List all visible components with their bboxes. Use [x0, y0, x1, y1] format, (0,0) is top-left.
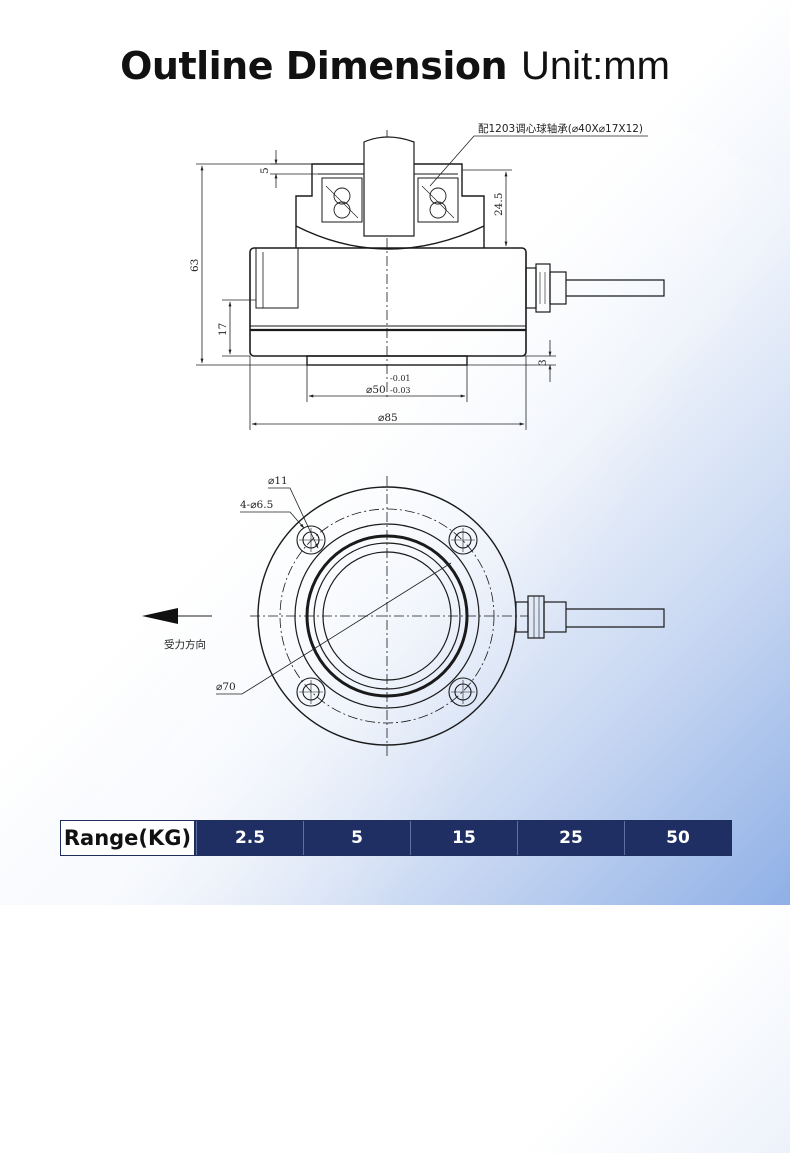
- title-unit: Unit:mm: [521, 44, 670, 88]
- range-table: Range(KG) 2.5 5 15 25 50: [60, 820, 732, 856]
- dim-70-label: ⌀70: [216, 681, 236, 693]
- range-value: 5: [303, 821, 410, 855]
- page-title: Outline Dimension Unit:mm: [0, 44, 790, 89]
- top-view-dimensions: [216, 487, 452, 695]
- force-direction-arrow: [142, 608, 212, 624]
- bearing-note-label: 配1203调心球轴承(⌀40X⌀17X12): [478, 122, 643, 135]
- dim-5-label: 5: [259, 167, 271, 174]
- dim-11-label: ⌀11: [268, 475, 288, 487]
- title-main: Outline Dimension: [120, 44, 508, 88]
- dim-holes-label: 4-⌀6.5: [240, 499, 273, 511]
- top-view: [250, 476, 665, 756]
- side-view: [249, 130, 665, 400]
- side-view-dimensions: [196, 135, 648, 430]
- dim-50-label: ⌀50: [366, 384, 386, 396]
- dim-50-upper-tol: -0.01: [390, 374, 411, 383]
- force-direction-label: 受力方向: [164, 638, 206, 651]
- dim-3-label: 3: [537, 359, 549, 366]
- dim-24-5-label: 24.5: [493, 193, 505, 216]
- range-header: Range(KG): [61, 821, 196, 855]
- dim-50-lower-tol: -0.03: [390, 386, 411, 395]
- range-value: 15: [410, 821, 517, 855]
- range-value: 2.5: [196, 821, 303, 855]
- dim-63-label: 63: [189, 259, 201, 272]
- dim-85-label: ⌀85: [378, 412, 398, 424]
- mounting-holes: [296, 525, 478, 707]
- dimension-drawing: 配1203调心球轴承(⌀40X⌀17X12) 5 24.5 63 17 3 ⌀5…: [142, 122, 665, 756]
- range-value: 50: [624, 821, 731, 855]
- range-value: 25: [517, 821, 624, 855]
- dim-17-label: 17: [217, 323, 229, 336]
